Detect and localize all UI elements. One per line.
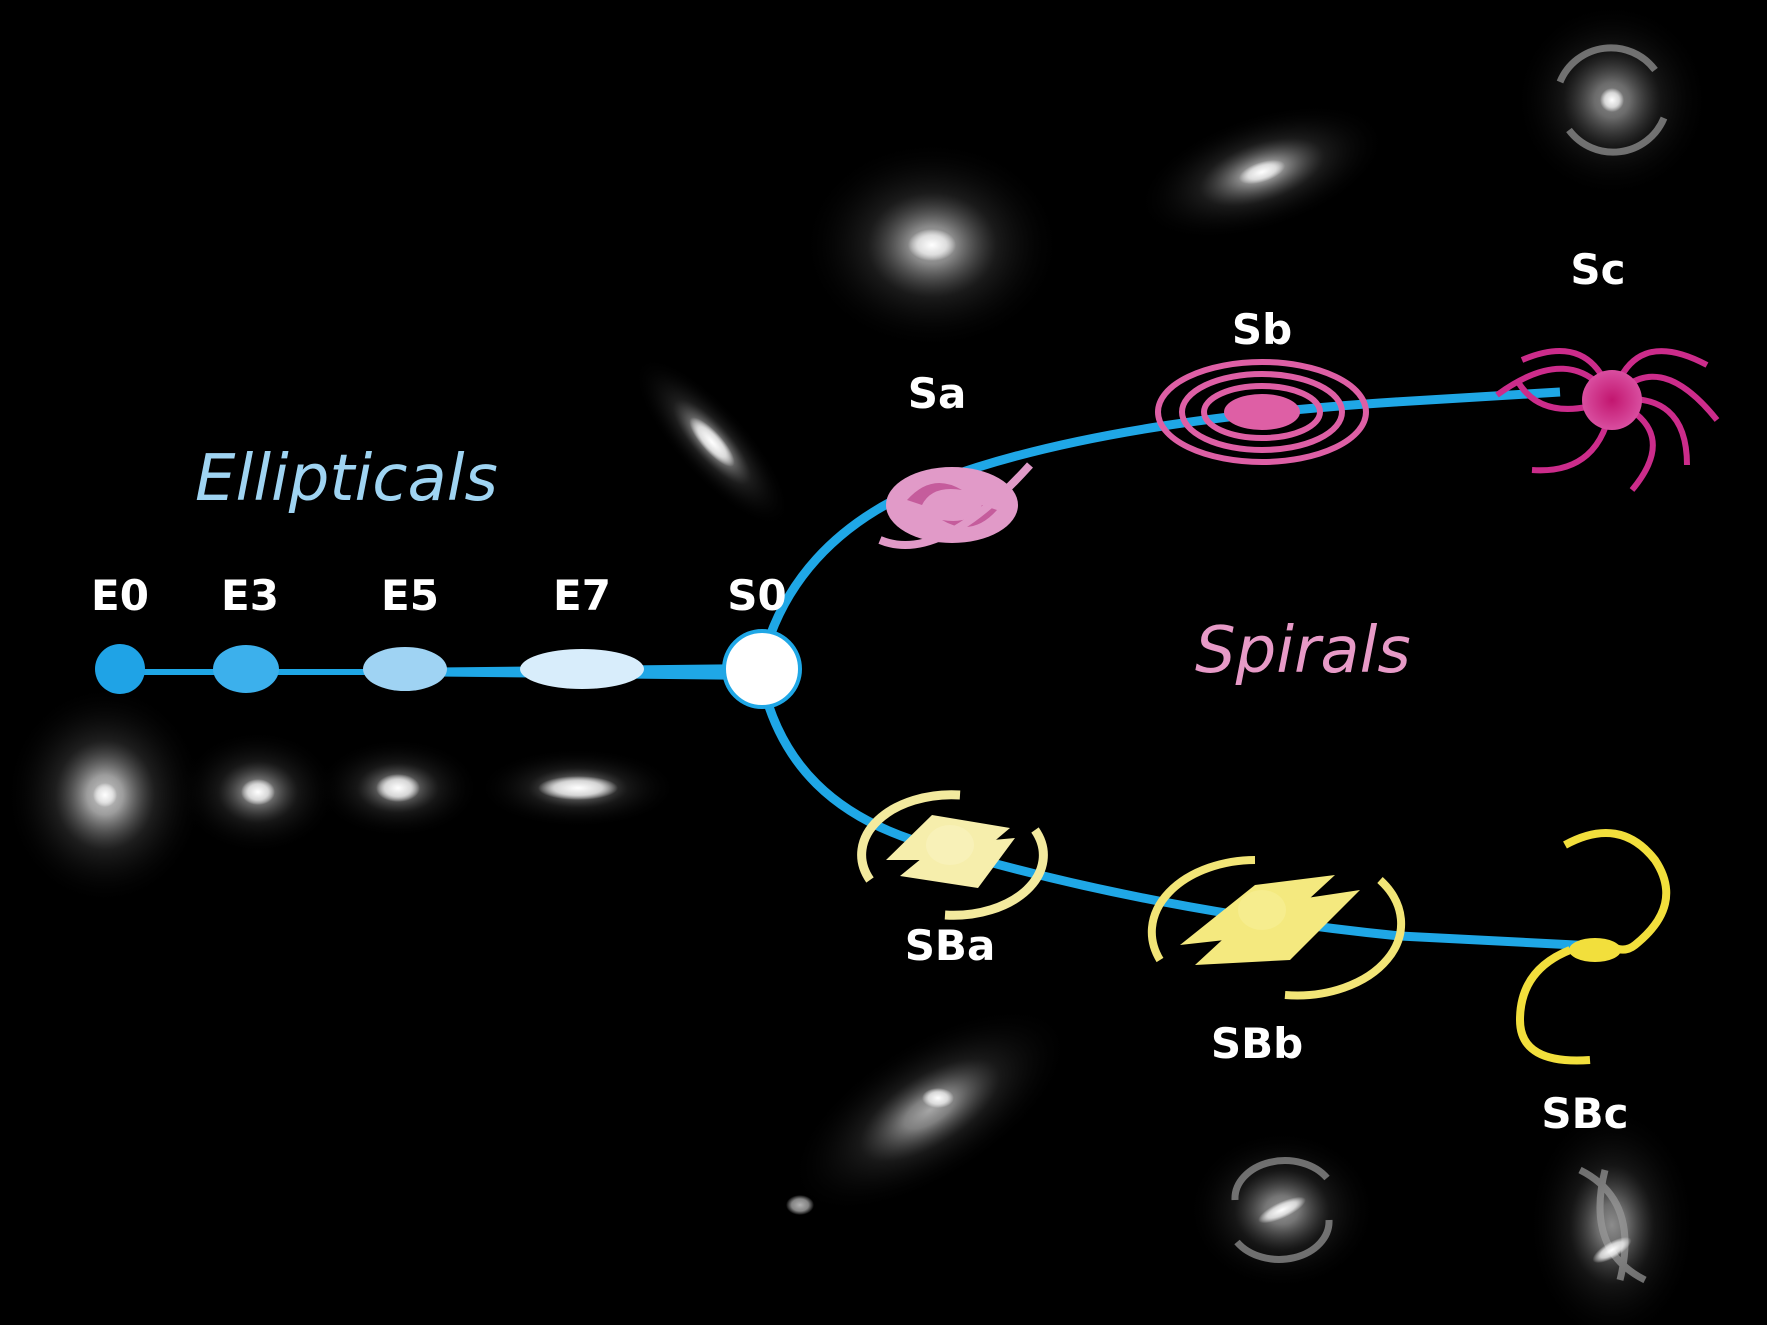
sb-label: Sb — [1232, 305, 1292, 354]
e3-label: E3 — [221, 571, 279, 620]
s0-label: S0 — [727, 571, 786, 620]
galaxy-photo-sbc — [1527, 1105, 1697, 1325]
galaxy-photo-e5 — [316, 738, 480, 838]
e3-symbol — [213, 645, 279, 693]
class-labels: E0 E3 E5 E7 S0 Sa Sb Sc SBa SBb SBc — [91, 245, 1629, 1138]
galaxy-photo-e0 — [5, 685, 205, 905]
galaxy-photo-sbb — [1187, 1130, 1377, 1290]
sbc-symbol — [1515, 829, 1671, 1065]
e0-label: E0 — [91, 571, 149, 620]
galaxy-photo-sa — [802, 140, 1062, 350]
sc-label: Sc — [1570, 245, 1625, 294]
e5-symbol — [363, 647, 447, 691]
sbb-symbol — [1147, 856, 1406, 1000]
sbb-label: SBb — [1211, 1019, 1303, 1068]
sa-symbol — [878, 462, 1033, 549]
galaxy-photo-s0 — [633, 356, 791, 528]
spirals-group-label: Spirals — [1195, 614, 1411, 688]
galaxy-photo-sba — [786, 1006, 1071, 1215]
sba-label: SBa — [905, 921, 996, 970]
elliptical-symbols — [95, 629, 802, 709]
e7-symbol — [520, 649, 644, 689]
s0-symbol — [722, 629, 802, 709]
sbc-label: SBc — [1541, 1089, 1628, 1138]
galaxy-photos — [5, 2, 1710, 1325]
spiral-symbols — [878, 348, 1720, 549]
e5-label: E5 — [381, 571, 439, 620]
e0-symbol — [95, 644, 145, 694]
barred-spiral-symbols — [857, 790, 1671, 1065]
ellipticals-group-label: Ellipticals — [195, 442, 498, 516]
galaxy-photo-sc — [1514, 2, 1710, 198]
sa-label: Sa — [908, 369, 967, 418]
sb-symbol — [1155, 359, 1369, 465]
galaxy-photo-e3 — [178, 730, 338, 854]
galaxy-photo-sb — [1137, 103, 1387, 241]
sba-symbol — [857, 790, 1048, 920]
sc-symbol — [1495, 348, 1720, 492]
e7-label: E7 — [553, 571, 611, 620]
galaxy-photo-e7 — [478, 748, 678, 828]
